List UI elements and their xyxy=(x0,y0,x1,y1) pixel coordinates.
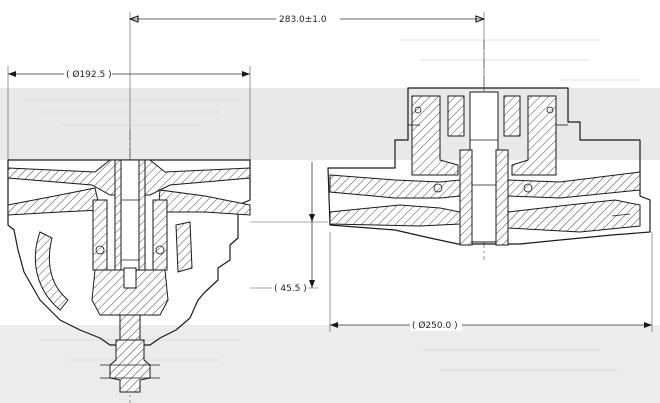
left-section-view xyxy=(7,130,251,403)
right-section-view xyxy=(327,40,651,260)
ghost-lines xyxy=(20,39,640,371)
bottom-shaded-band xyxy=(0,325,660,403)
dimension-center-distance: 283.0±1.0 xyxy=(129,12,485,160)
right-diameter-label: ( Ø250.0 ) xyxy=(412,320,458,331)
offset-label: ( 45.5 ) xyxy=(274,284,307,294)
dimension-right-diameter: ( Ø250.0 ) xyxy=(329,232,653,332)
dimension-offset: ( 45.5 ) xyxy=(250,162,328,295)
dimension-left-diameter: ( Ø192.5 ) xyxy=(7,66,251,160)
left-diameter-label: ( Ø192.5 ) xyxy=(66,69,112,80)
center-distance-label: 283.0±1.0 xyxy=(279,15,327,25)
top-shaded-band xyxy=(0,88,660,160)
